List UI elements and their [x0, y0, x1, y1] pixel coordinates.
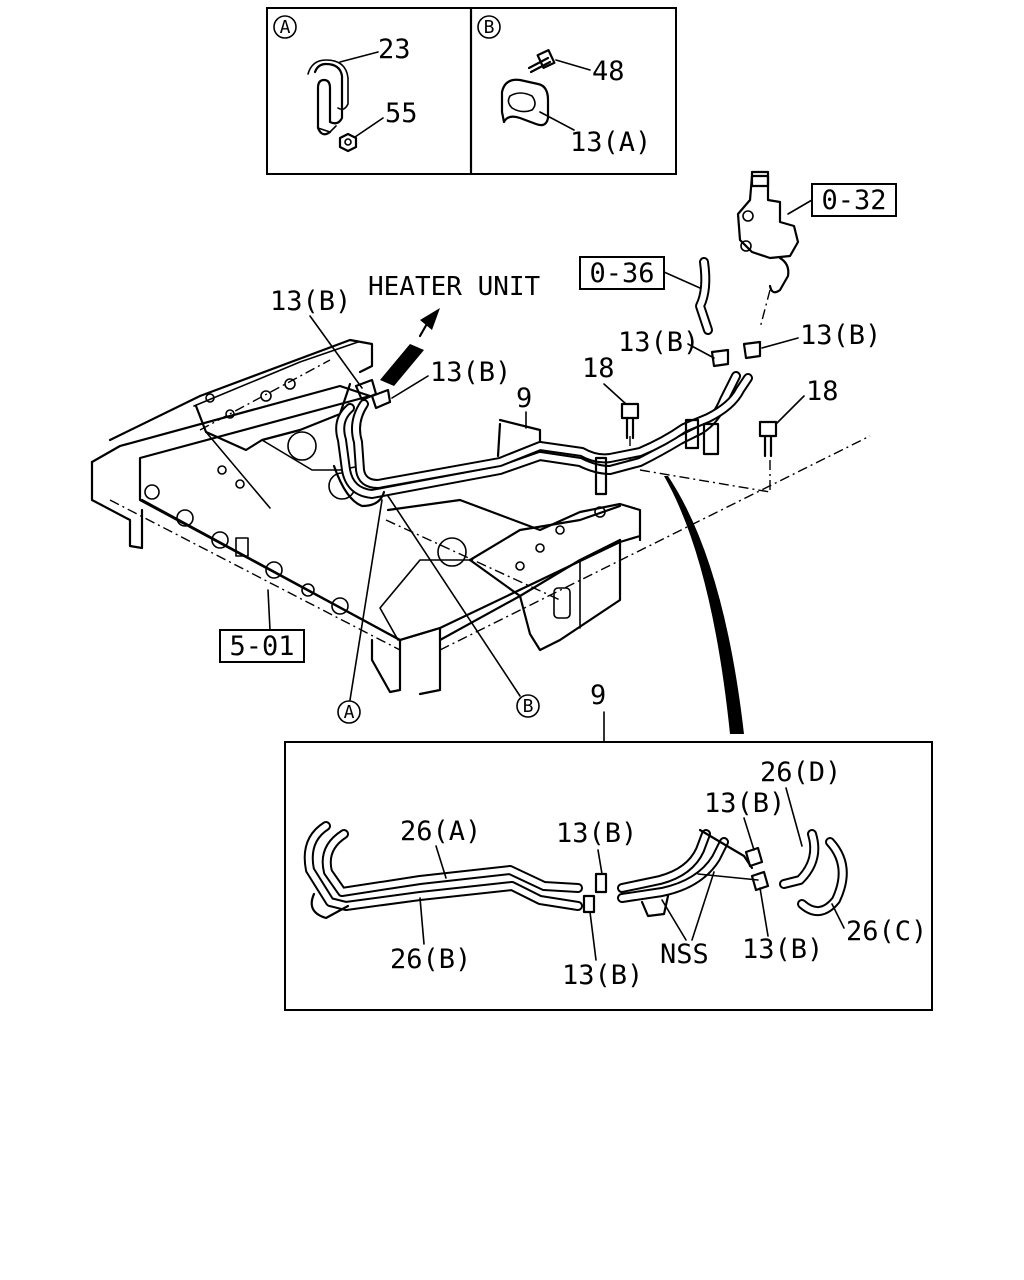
callout-9: 9: [516, 383, 532, 414]
panel-b: B 48 13(A): [477, 15, 651, 158]
part-48-label: 48: [592, 56, 625, 87]
callout-13b-left-mid: 13(B): [430, 357, 511, 388]
hose-26a-26b: [303, 821, 583, 920]
label-26b: 26(B): [390, 944, 471, 975]
panel-b-marker: B: [484, 17, 495, 38]
main-view: HEATER UNIT 0-32 0-36 5-01 13(B) 13(B) 1…: [90, 170, 897, 734]
panel-a-marker: A: [280, 17, 291, 38]
ref-036-label: 0-36: [589, 258, 654, 289]
callout-13b-center: 13(B): [618, 327, 699, 358]
panel-a: A 23 55: [273, 15, 418, 153]
nut-icon: [338, 132, 358, 153]
label-13b-4: 13(B): [742, 934, 823, 965]
label-13b-1: 13(B): [556, 818, 637, 849]
heater-unit-label: HEATER UNIT: [368, 272, 541, 302]
bolts: [620, 402, 778, 458]
callout-13b-top-left: 13(B): [270, 286, 351, 317]
part-23-label: 23: [378, 34, 411, 65]
ref-box-032: 0-32: [787, 183, 897, 217]
ref-032-label: 0-32: [821, 185, 886, 216]
bottom-assy-label: 9: [590, 680, 606, 711]
label-26a: 26(A): [400, 816, 481, 847]
label-26c: 26(C): [846, 916, 927, 947]
callout-18-right: 18: [806, 376, 839, 407]
bottom-callouts: 26(A) 26(B) 26(C) 26(D) 13(B) 13(B) 13(B…: [390, 757, 927, 991]
part-13a-label: 13(A): [570, 127, 651, 158]
label-26d: 26(D): [760, 757, 841, 788]
callout-13b-right: 13(B): [800, 320, 881, 351]
ref-box-036: 0-36: [579, 256, 701, 290]
bottom-inset: 9: [284, 680, 933, 1011]
clamps: [354, 340, 762, 410]
ref-501-label: 5-01: [229, 631, 294, 662]
callouts: 13(B) 13(B) 13(B) 13(B) 9 18 18: [270, 286, 881, 429]
heater-direction-arrow: HEATER UNIT: [368, 272, 541, 386]
detail-markers: A B: [337, 495, 540, 724]
top-inset: A 23 55 B 48 13(A): [266, 6, 677, 176]
hose-26c-26d: [779, 829, 848, 916]
detail-marker-b: B: [523, 696, 534, 717]
water-valve: [736, 170, 800, 329]
part-55-label: 55: [385, 98, 418, 129]
clamp-icon: [313, 62, 344, 136]
label-nss: NSS: [660, 939, 709, 970]
zoom-pointer: [664, 476, 744, 734]
label-13b-2: 13(B): [562, 960, 643, 991]
vehicle-frame: [90, 338, 871, 696]
detail-marker-a: A: [344, 702, 355, 723]
ref-box-501: 5-01: [219, 589, 305, 663]
nss-pipe-section: [617, 828, 759, 918]
label-13b-3: 13(B): [704, 788, 785, 819]
saddle-clamp-icon: [500, 78, 550, 127]
bolt-icon: [527, 56, 552, 74]
heater-pipe-assembly: [332, 257, 753, 508]
callout-18-left: 18: [582, 353, 615, 384]
